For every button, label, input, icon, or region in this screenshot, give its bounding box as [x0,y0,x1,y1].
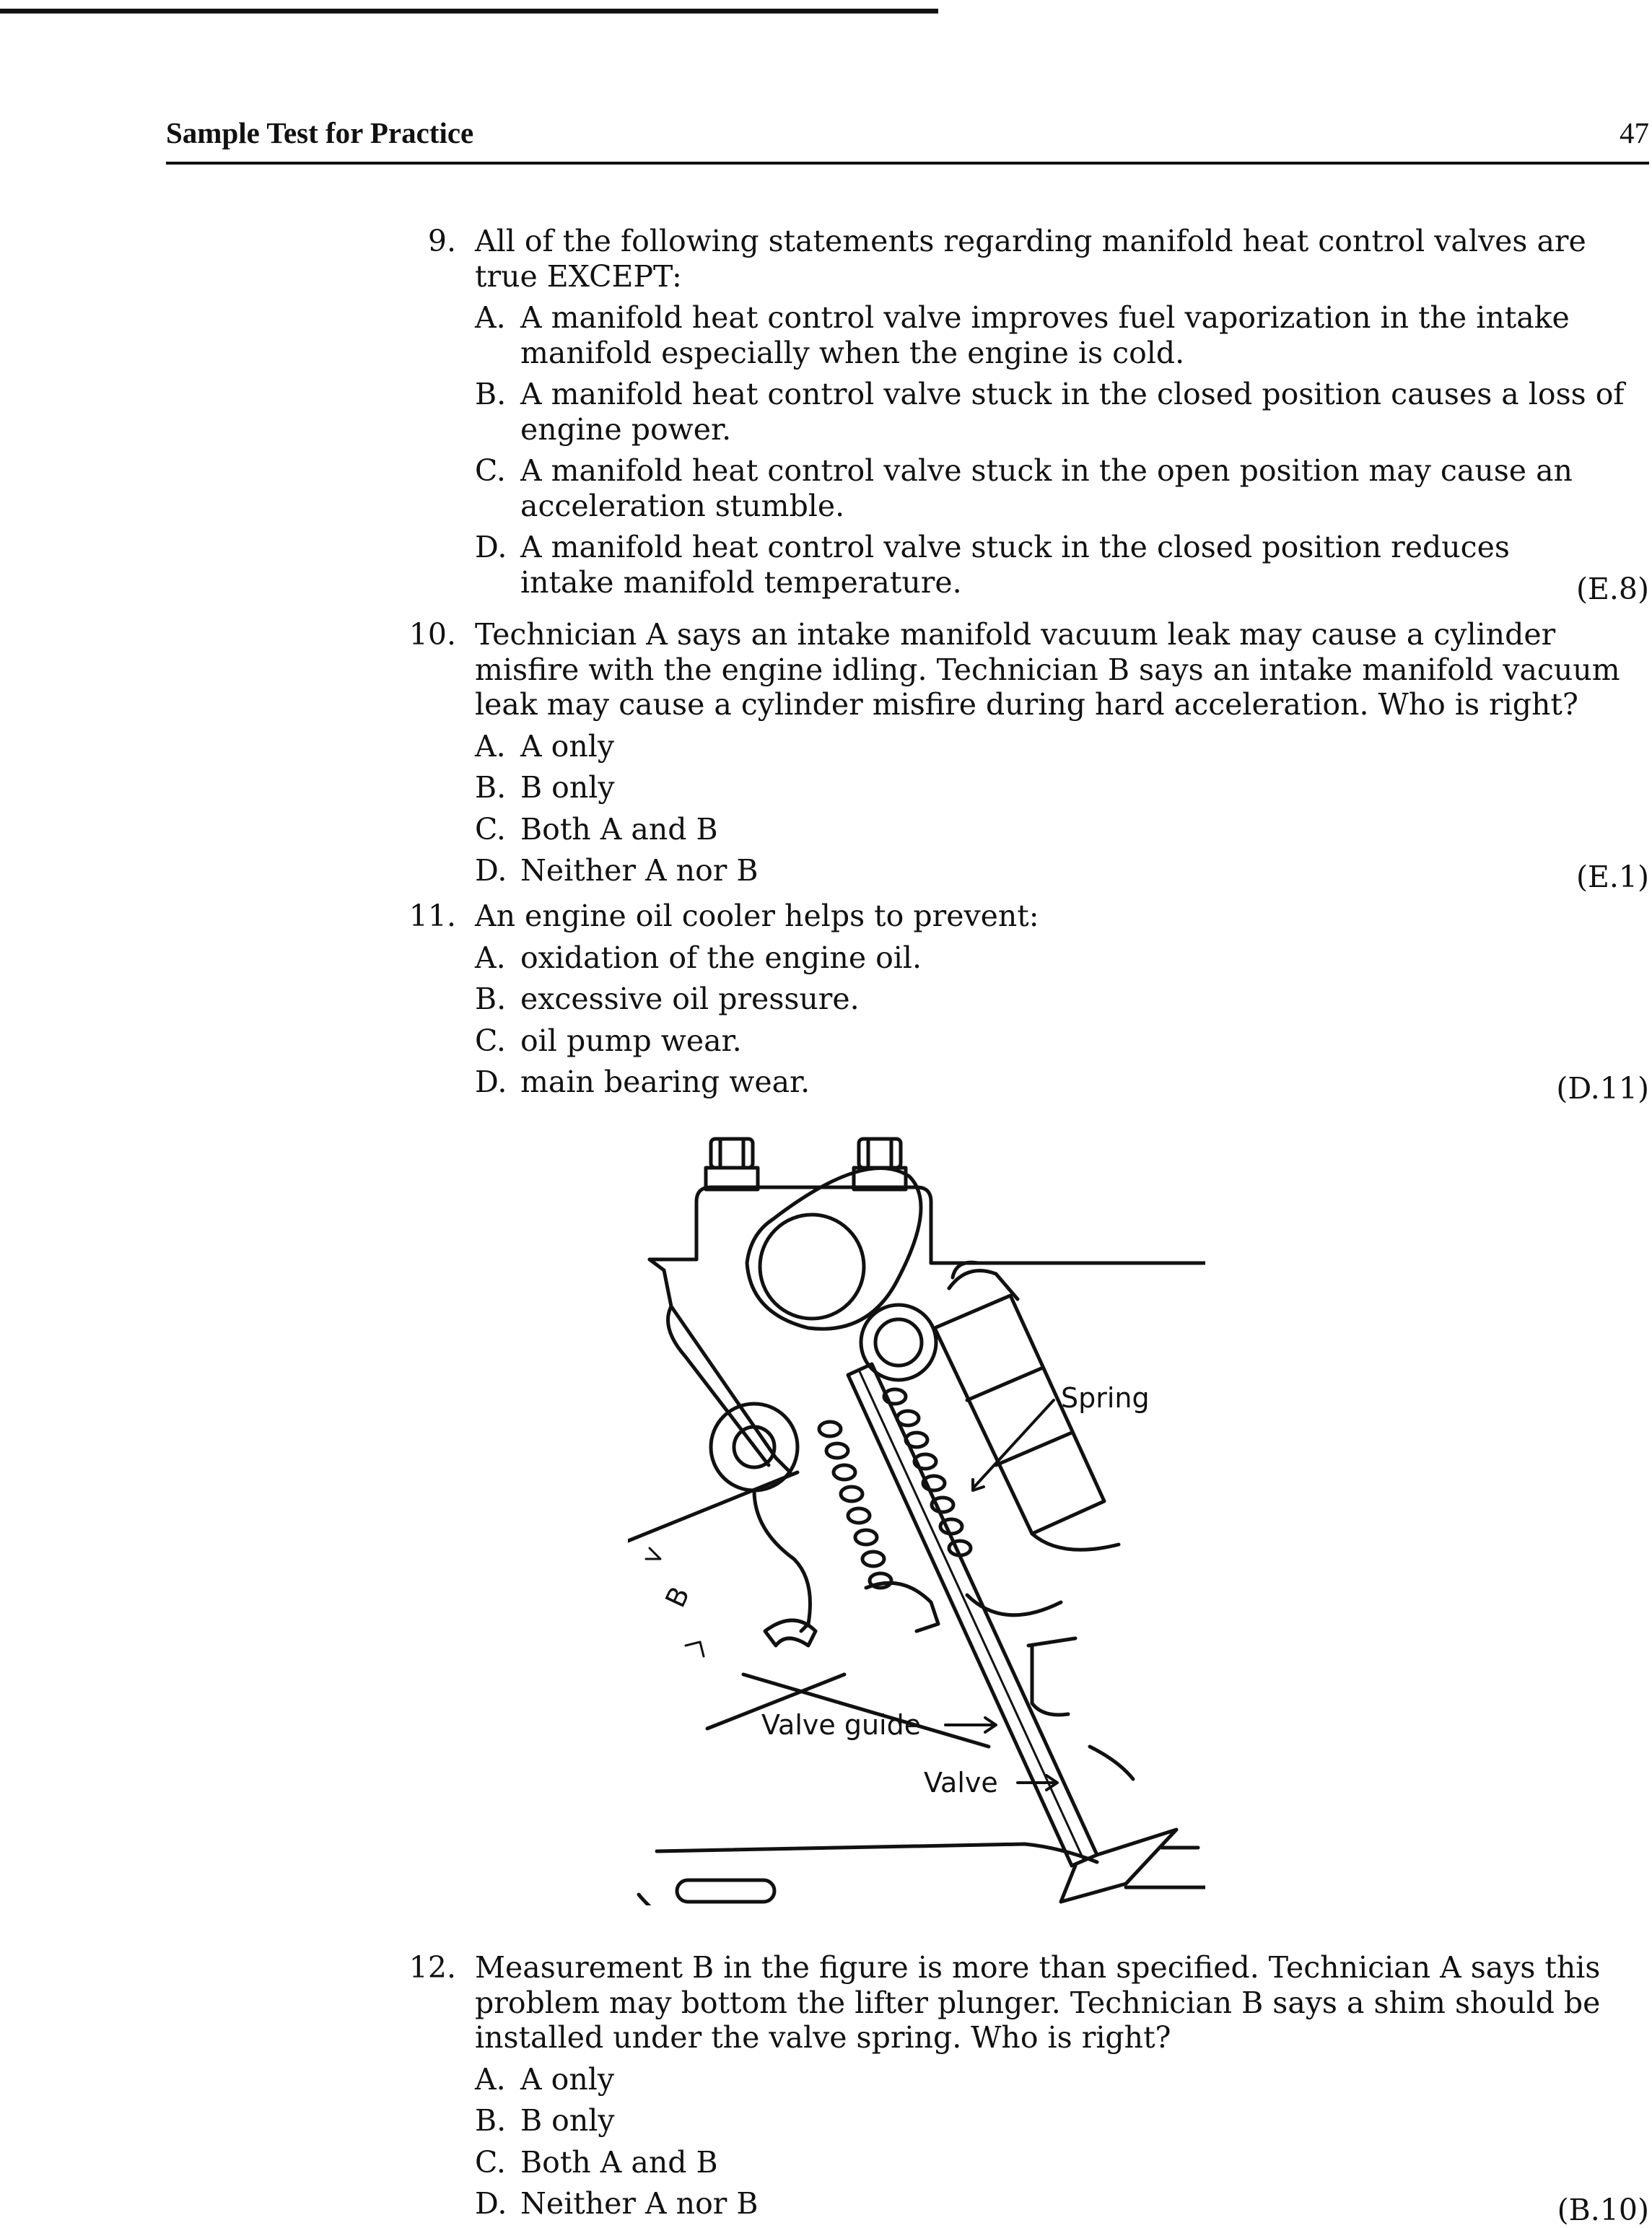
choice-c: C. Both A and B [475,2145,1649,2180]
choice-list: A. A only B. B only C. Both A and B D. Neith… [475,729,1649,888]
question-number: 11. [408,899,456,933]
choice-letter: A. [475,940,506,975]
camshaft [758,1213,866,1321]
page-number: 47 [1620,116,1649,149]
reference-code: (D.11) [1556,1071,1649,1106]
choice-letter: B. [475,770,507,805]
measurement-b-line [626,1470,800,1543]
camshaft-lobe [745,1166,923,1331]
running-title: Sample Test for Practice [166,116,474,149]
question-number: 10. [408,617,456,652]
choice-text: B only [520,770,615,805]
choice-text: A manifold heat control valve improves f… [520,300,1570,370]
choice-text: A manifold heat control valve stuck in t… [520,377,1625,447]
choice-text: oil pump wear. [520,1023,742,1058]
choice-letter: D. [475,530,507,564]
choice-list: A. A manifold heat control valve improves… [475,300,1649,600]
choice-letter: A. [475,728,506,764]
lash-adjuster [932,1293,1106,1536]
question-number: 9. [427,224,456,258]
question-12: 12. Measurement B in the figure is more … [404,1950,1649,2228]
reference-code: (E.8) [1575,571,1649,606]
choice-letter: D. [475,2186,507,2221]
choice-d: D. Neither A nor B [475,853,1649,888]
choice-letter: C. [475,811,506,847]
port-outline [763,1618,818,1648]
choice-b: B. A manifold heat control valve stuck in… [475,377,1649,447]
top-rule-thin [0,13,938,14]
question-number: 12. [408,1950,456,1985]
choice-a: A. oxidation of the engine oil. [475,940,1649,976]
question-10: 10. Technician A says an intake manifold… [404,617,1649,895]
choice-list: A. A only B. B only C. Both A and B D. Neith… [475,2062,1649,2222]
question-stem: An engine oil cooler helps to prevent: [475,899,1039,933]
question-stem: Technician A says an intake manifold vac… [475,617,1620,722]
cam-housing [694,1185,933,1265]
choice-d: D. main bearing wear. [475,1065,1649,1100]
choice-letter: C. [475,453,506,488]
reference-code: (B.10) [1557,2193,1649,2227]
question-9: 9. All of the following statements regar… [404,224,1649,606]
choice-c: C. Both A and B [475,812,1649,847]
choice-letter: C. [475,1023,506,1058]
label-spring: Spring [1061,1382,1150,1414]
choice-d: D. A manifold heat control valve stuck in… [475,530,1649,600]
header-rule [166,162,1649,165]
valve-figure: Spring B Valve guide Valve [626,1126,1207,1929]
valve-head [1059,1827,1179,1904]
question-stem: All of the following statements regardin… [475,224,1586,294]
choice-d: D. Neither A nor B [475,2186,1649,2222]
choice-a: A. A only [475,2062,1649,2097]
choice-letter: C. [475,2144,506,2180]
valve-spring-left [817,1420,893,1590]
choice-text: A manifold heat control valve stuck in t… [520,453,1573,523]
question-stem: Measurement B in the figure is more than… [475,1950,1601,2055]
choice-text: Both A and B [520,2144,718,2180]
choice-letter: A. [475,300,506,335]
spring-pointer [973,1399,1055,1488]
choice-letter: D. [475,853,507,888]
choice-letter: B. [475,2103,507,2138]
valve-spring-right [882,1387,973,1558]
label-valve-guide: Valve guide [761,1709,921,1741]
choice-text: oxidation of the engine oil. [520,940,922,975]
choice-text: Neither A nor B [520,2186,759,2221]
choice-text: A manifold heat control valve stuck in t… [520,530,1510,600]
choice-text: excessive oil pressure. [520,982,860,1016]
choice-text: Both A and B [520,811,718,847]
choice-text: A only [520,2061,615,2097]
choice-b: B. B only [475,770,1649,805]
choice-a: A. A manifold heat control valve improves… [475,300,1649,370]
choice-b: B. excessive oil pressure. [475,982,1649,1017]
bolt-right [852,1137,908,1192]
rocker-roller [859,1303,938,1382]
choice-letter: B. [475,982,507,1016]
choice-text: main bearing wear. [520,1065,810,1099]
label-measurement-b: B [659,1582,696,1612]
choice-letter: B. [475,377,507,411]
valve-diagram: Spring B Valve guide Valve [626,1137,1207,1929]
choice-letter: A. [475,2061,506,2097]
choice-text: Neither A nor B [520,853,759,888]
choice-c: C. A manifold heat control valve stuck in… [475,453,1649,523]
choice-a: A. A only [475,729,1649,764]
label-valve: Valve [924,1767,998,1799]
top-rule [0,9,938,13]
bolt-left [704,1137,760,1192]
choice-text: A only [520,728,615,764]
spring-seat [864,1581,940,1633]
reference-code: (E.1) [1575,860,1649,894]
cylinder-head-outline [647,1257,1207,1265]
running-head: Sample Test for Practice 47 [166,115,1649,159]
choice-c: C. oil pump wear. [475,1023,1649,1059]
coolant-passage [675,1878,777,1904]
choice-letter: D. [475,1065,507,1099]
choice-b: B. B only [475,2103,1649,2139]
choice-list: A. oxidation of the engine oil. B. excessi… [475,940,1649,1100]
choice-text: B only [520,2103,615,2138]
question-11: 11. An engine oil cooler helps to preven… [404,899,1649,1106]
